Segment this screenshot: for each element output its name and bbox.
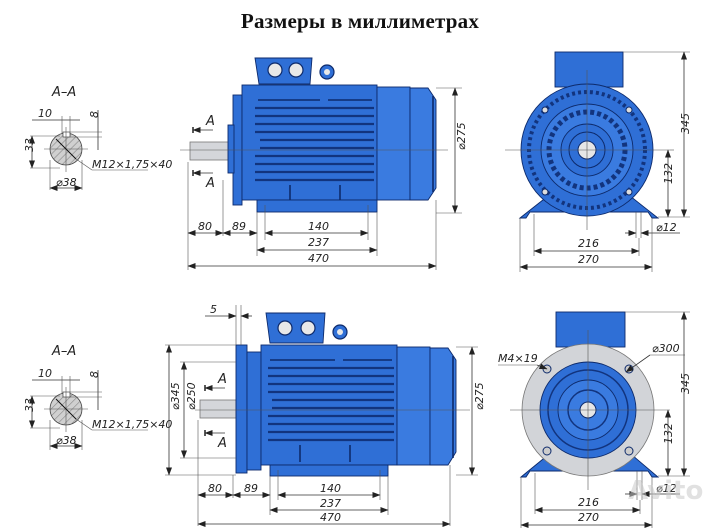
dim-flange-spigot: ⌀250 bbox=[185, 382, 198, 410]
dim-bolts: M4×19 bbox=[498, 352, 538, 365]
dim-diameter: ⌀38 bbox=[56, 176, 77, 189]
dim-shaft-length: 80 bbox=[198, 220, 212, 233]
front-view-flange: M4×19 ⌀300 345 132 ⌀12 216 270 bbox=[498, 311, 692, 528]
fan-cover bbox=[429, 347, 457, 466]
page-title: Размеры в миллиметрах bbox=[240, 9, 480, 33]
dim-shaft-to-foot: 89 bbox=[232, 220, 246, 233]
dim-diameter: ⌀38 bbox=[56, 434, 77, 447]
dim-hole-spacing: 216 bbox=[578, 496, 599, 509]
side-view-flange: A A 5 ⌀345 ⌀250 ⌀275 80 89 bbox=[165, 303, 486, 527]
dim-key-width: 10 bbox=[38, 367, 52, 380]
dim-height: 33 bbox=[23, 398, 36, 412]
dim-axis-height: 132 bbox=[662, 423, 675, 444]
svg-text:A: A bbox=[217, 436, 227, 451]
dim-flange-outer: ⌀345 bbox=[169, 382, 182, 410]
section-view-bottom: А–А 10 8 33 M12×1,75×40 ⌀38 bbox=[23, 344, 172, 450]
dim-key-depth: 8 bbox=[88, 111, 101, 118]
section-mark: A bbox=[217, 372, 227, 387]
side-view-foot: A A ⌀275 80 89 140 237 470 bbox=[180, 57, 468, 270]
dim-foot-length: 237 bbox=[308, 236, 329, 249]
motor-body bbox=[241, 84, 378, 201]
dim-diameter: ⌀275 bbox=[473, 382, 486, 410]
dim-hole: ⌀12 bbox=[656, 221, 677, 234]
dim-total-length: 470 bbox=[320, 511, 341, 524]
terminal-box bbox=[265, 312, 326, 344]
dim-key-depth: 8 bbox=[88, 371, 101, 378]
dim-foot-holes: 140 bbox=[308, 220, 329, 233]
section-mark: A bbox=[205, 114, 215, 129]
dim-shaft-length: 80 bbox=[208, 482, 222, 495]
dim-foot-holes: 140 bbox=[320, 482, 341, 495]
dim-height: 33 bbox=[23, 138, 36, 152]
dim-hole-spacing: 216 bbox=[578, 237, 599, 250]
dim-key-width: 10 bbox=[38, 107, 52, 120]
foot bbox=[269, 464, 389, 477]
foot bbox=[256, 199, 378, 213]
dim-pitch-diameter: ⌀300 bbox=[652, 342, 680, 355]
dim-foot-length: 237 bbox=[320, 497, 341, 510]
dim-hole: ⌀12 bbox=[656, 482, 677, 495]
flange bbox=[235, 344, 248, 474]
motor-body bbox=[260, 344, 398, 466]
dim-flange-thickness: 5 bbox=[210, 303, 217, 316]
dim-base-width: 270 bbox=[578, 511, 599, 524]
dim-shaft-to-foot: 89 bbox=[244, 482, 258, 495]
section-view-top: А–А 10 8 33 M12×1,75×40 ⌀38 bbox=[23, 85, 172, 191]
watermark: Avito bbox=[628, 476, 704, 506]
dim-base-width: 270 bbox=[578, 253, 599, 266]
front-view-foot: 345 132 ⌀12 216 270 bbox=[505, 51, 692, 272]
fan-cover bbox=[409, 87, 437, 201]
dim-thread: M12×1,75×40 bbox=[92, 158, 172, 171]
section-label: А–А bbox=[51, 344, 76, 359]
svg-text:A: A bbox=[205, 176, 215, 191]
section-label: А–А bbox=[51, 85, 76, 100]
dim-height: 345 bbox=[679, 373, 692, 394]
shaft bbox=[189, 141, 231, 161]
terminal-box bbox=[554, 51, 624, 88]
dim-thread: M12×1,75×40 bbox=[92, 418, 172, 431]
terminal-box bbox=[555, 311, 626, 348]
dim-total-length: 470 bbox=[308, 252, 329, 265]
dim-height: 345 bbox=[679, 113, 692, 134]
dim-diameter: ⌀275 bbox=[455, 122, 468, 150]
dim-axis-height: 132 bbox=[662, 163, 675, 184]
shaft bbox=[199, 399, 237, 419]
